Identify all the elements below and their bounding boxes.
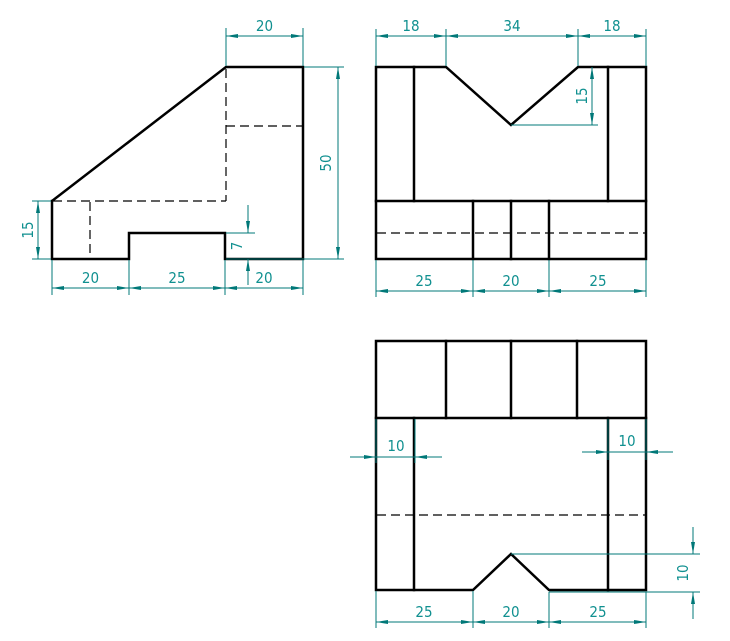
dim-text: 25	[168, 269, 185, 287]
dim-top-notch-height: 10	[511, 527, 700, 619]
dim-text: 20	[82, 269, 99, 287]
dim-front-notch-height: 7	[226, 205, 304, 285]
dim-side-v-depth: 15	[511, 67, 598, 126]
dim-side-top-chain: 18 34 18	[375, 17, 647, 66]
dim-text: 18	[603, 17, 620, 35]
dim-text: 15	[19, 221, 37, 238]
dim-front-bottom-chain: 20 25 20	[51, 260, 304, 295]
dim-text: 20	[502, 603, 519, 621]
dim-text: 15	[573, 87, 591, 104]
dim-text: 10	[674, 564, 692, 581]
dim-top-right-wall: 10	[582, 419, 673, 460]
dim-text: 20	[256, 17, 273, 35]
dim-text: 25	[589, 272, 606, 290]
dim-front-top-width: 20	[225, 17, 304, 66]
dim-text: 50	[317, 154, 335, 171]
dim-text: 34	[503, 17, 520, 35]
front-view: 20 50 15 7	[19, 17, 344, 295]
dim-top-bottom-chain: 25 20 25	[375, 591, 647, 628]
dim-text: 10	[618, 432, 635, 450]
dim-text: 7	[228, 242, 246, 251]
side-view: 18 34 18 15 25 20 25	[374, 17, 648, 297]
dim-text: 25	[589, 603, 606, 621]
dim-top-left-wall: 10	[350, 419, 442, 463]
dim-front-overall-height: 50	[304, 66, 344, 260]
dim-text: 10	[387, 437, 404, 455]
dim-text: 18	[402, 17, 419, 35]
dim-text: 20	[255, 269, 272, 287]
top-view: 10 10 10	[350, 339, 700, 628]
dim-text: 25	[415, 272, 432, 290]
top-view-outline	[374, 339, 648, 592]
dim-side-bottom-chain: 25 20 25	[375, 260, 647, 297]
front-view-outline	[50, 65, 305, 261]
dim-text: 25	[415, 603, 432, 621]
dim-front-left-height: 15	[19, 200, 51, 260]
dim-text: 20	[502, 272, 519, 290]
side-view-outline	[374, 65, 648, 261]
